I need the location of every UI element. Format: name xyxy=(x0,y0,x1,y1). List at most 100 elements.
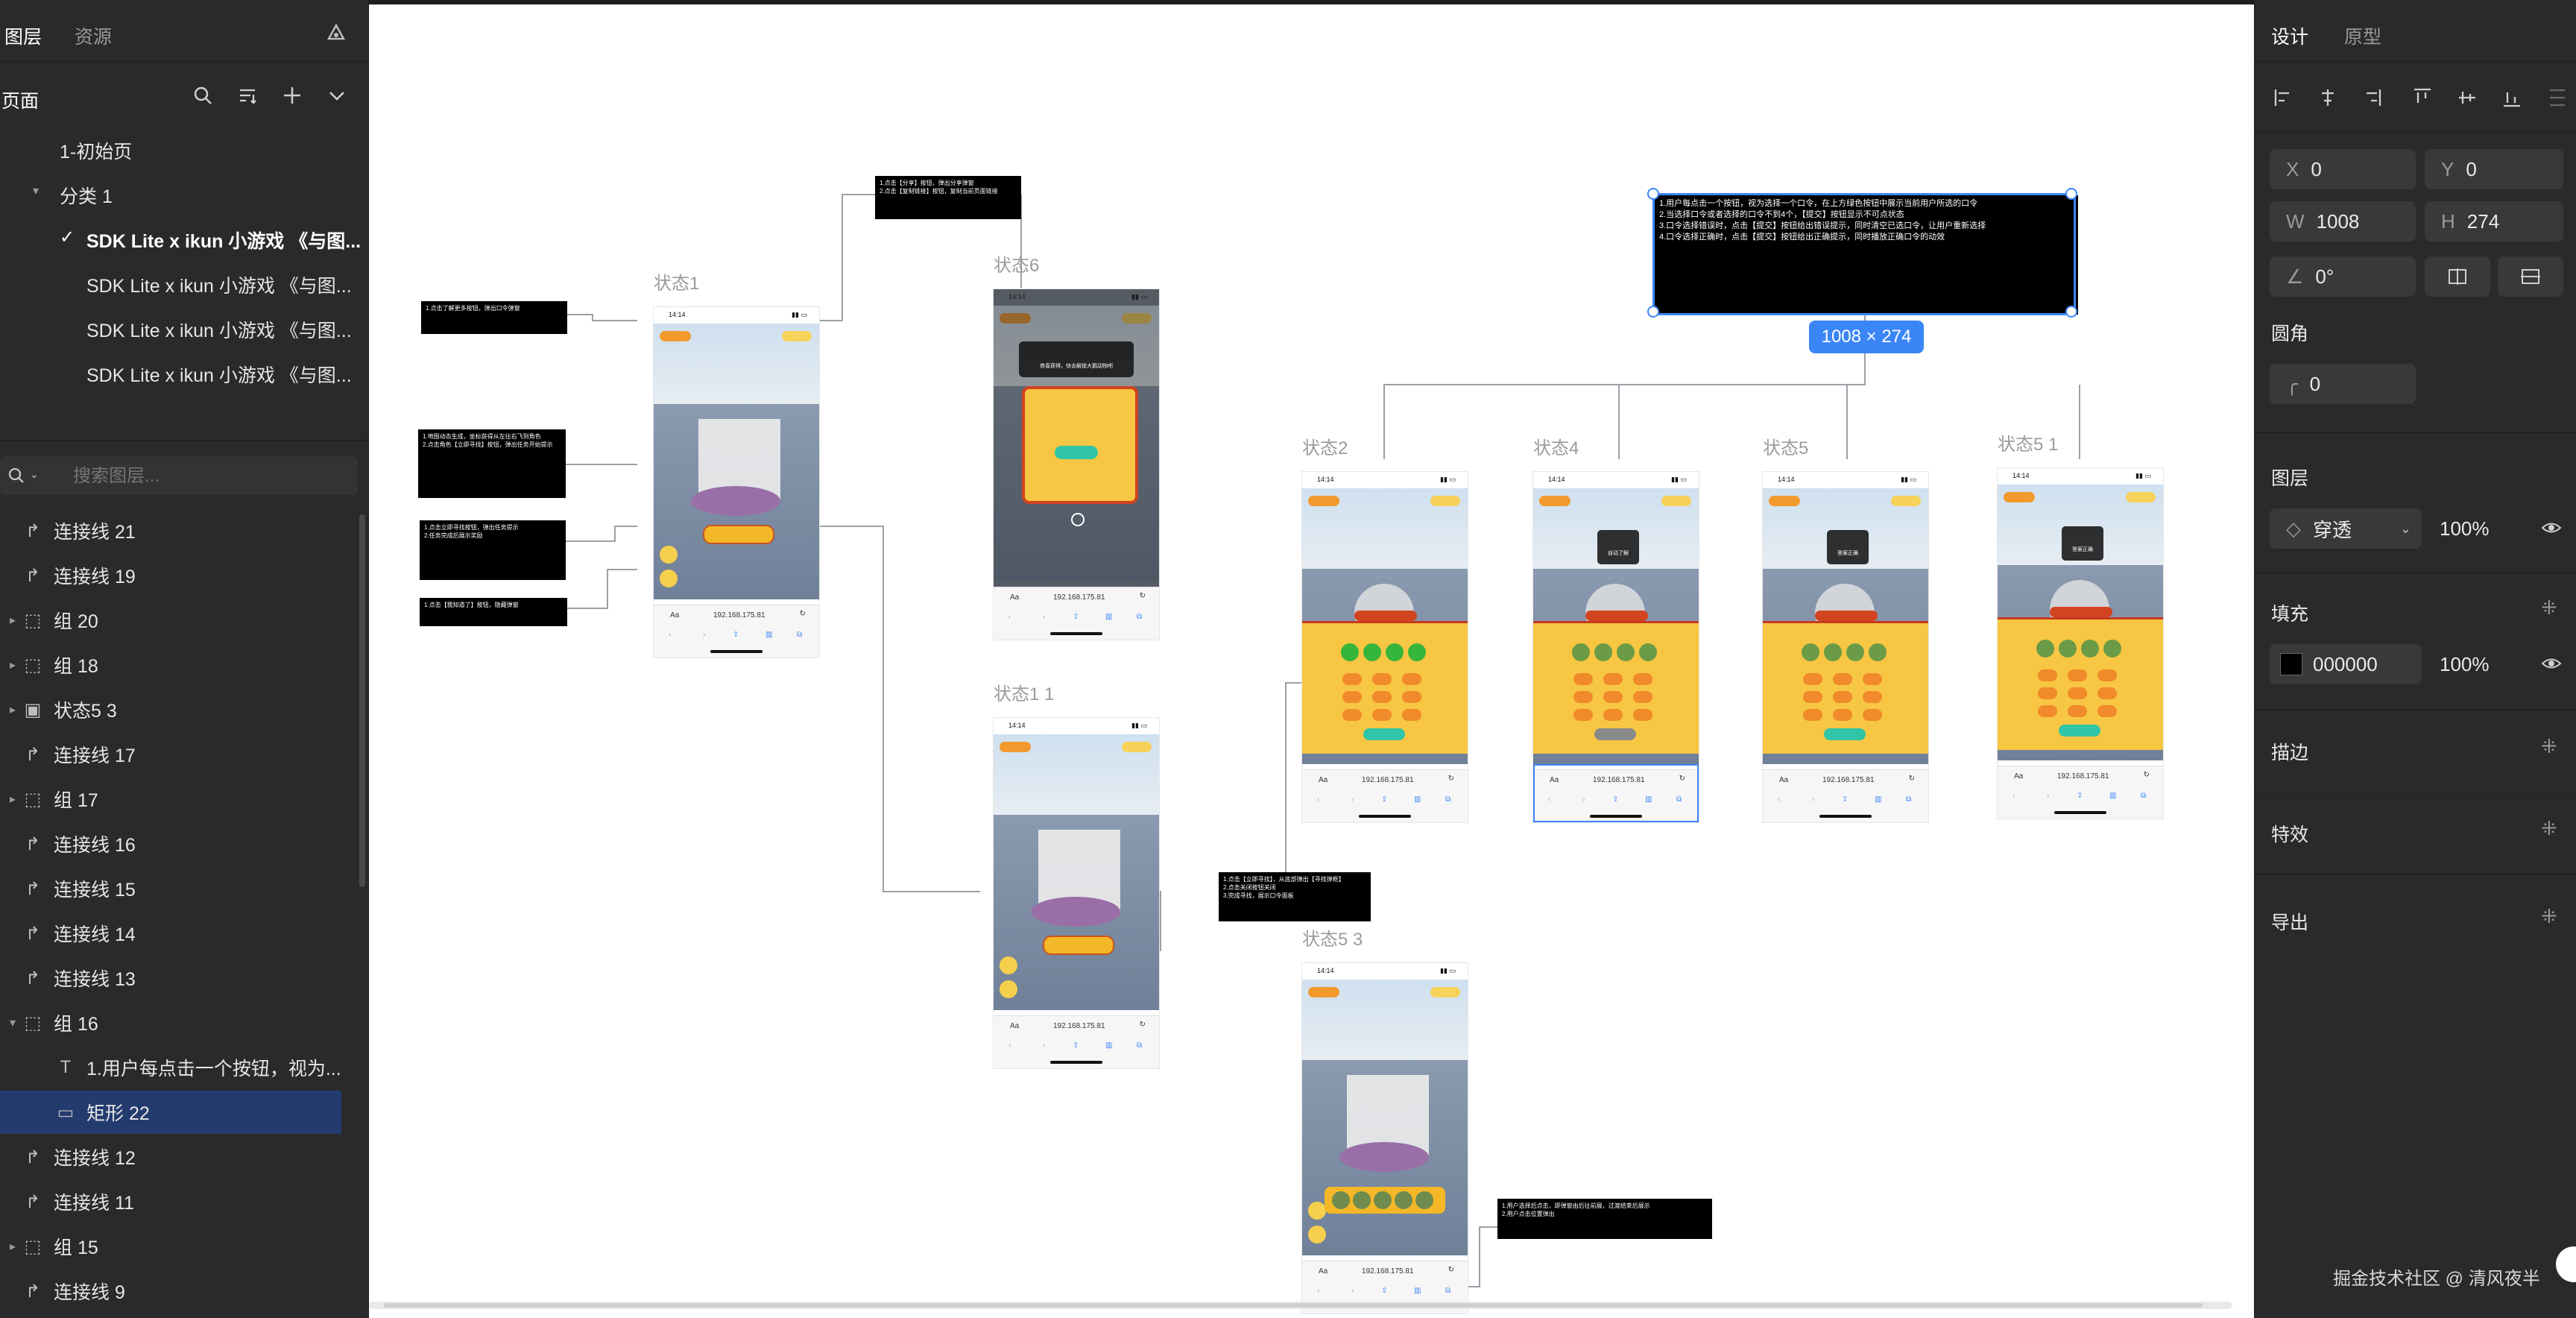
password-option[interactable] xyxy=(2097,669,2117,681)
resize-handle[interactable] xyxy=(1647,306,1659,318)
url-field[interactable]: 192.168.175.81 xyxy=(1053,1022,1105,1030)
frame-label[interactable]: 状态6 xyxy=(994,256,1040,276)
text-size-button[interactable]: Aa xyxy=(670,611,680,619)
page-item[interactable]: 分类 1 xyxy=(60,182,113,209)
frame-label[interactable]: 状态4 xyxy=(1533,438,1579,458)
password-option[interactable] xyxy=(1863,709,1882,721)
layer-row[interactable]: ▸▣状态5 3 xyxy=(0,688,341,731)
layer-row[interactable]: ▾⬚组 16 xyxy=(0,1001,341,1044)
url-field[interactable]: 192.168.175.81 xyxy=(1362,1267,1414,1276)
layer-row[interactable]: ↱连接线 12 xyxy=(0,1135,341,1179)
layer-row[interactable]: ↱连接线 13 xyxy=(0,956,341,1000)
find-now-button[interactable] xyxy=(703,525,774,544)
share-icon[interactable]: ⇪ xyxy=(1073,613,1079,621)
resize-handle[interactable] xyxy=(2065,306,2077,318)
forward-icon[interactable]: › xyxy=(1043,1041,1046,1050)
annotation-note[interactable]: 1.点击【立即寻找】，从底部弹出【寻找弹框】 2.点击关闭按钮关闭 3.完成寻找… xyxy=(1219,872,1371,921)
share-icon[interactable]: ⇪ xyxy=(1381,1287,1388,1295)
password-option[interactable] xyxy=(2038,705,2057,717)
text-size-button[interactable]: Aa xyxy=(1319,776,1328,784)
tabs-icon[interactable]: ⧉ xyxy=(797,631,803,639)
password-option[interactable] xyxy=(2038,687,2057,699)
password-option[interactable] xyxy=(1803,709,1822,721)
bookmarks-icon[interactable]: ▥ xyxy=(1645,795,1652,804)
coin-badge[interactable] xyxy=(1430,987,1460,997)
layer-search[interactable]: ⌄ xyxy=(0,456,358,495)
share-badge[interactable] xyxy=(1000,313,1031,324)
side-button[interactable] xyxy=(660,546,678,564)
plugin-icon[interactable] xyxy=(326,22,347,43)
password-option[interactable] xyxy=(1402,691,1421,703)
password-option[interactable] xyxy=(1415,1191,1433,1209)
password-option[interactable] xyxy=(1833,709,1852,721)
back-icon[interactable]: ‹ xyxy=(1548,795,1551,804)
layer-row[interactable]: ↱连接线 14 xyxy=(0,912,341,955)
password-option[interactable] xyxy=(2097,705,2117,717)
password-option[interactable] xyxy=(1342,673,1362,685)
password-option[interactable] xyxy=(2068,687,2087,699)
share-badge[interactable] xyxy=(2004,492,2035,502)
reload-icon[interactable]: ↻ xyxy=(2143,771,2150,779)
tab-design[interactable]: 设计 xyxy=(2271,27,2309,48)
text-size-button[interactable]: Aa xyxy=(2014,772,2024,781)
submit-button[interactable] xyxy=(1363,728,1405,740)
annotation-note[interactable]: 1.点击【分享】按钮，弹出分享弹窗 2.点击【复制链接】按钮，复制当前页面链接 xyxy=(875,176,1021,219)
layer-row[interactable]: ▸⬚组 17 xyxy=(0,778,341,821)
password-option[interactable] xyxy=(1603,709,1623,721)
tabs-icon[interactable]: ⧉ xyxy=(2141,792,2147,800)
password-option[interactable] xyxy=(1573,691,1593,703)
reload-icon[interactable]: ↻ xyxy=(799,610,806,618)
password-option[interactable] xyxy=(1863,691,1882,703)
annotation-note[interactable]: 1.点击了解更多按钮，弹出口令弹窗 xyxy=(421,301,567,334)
share-icon[interactable]: ⇪ xyxy=(1381,795,1388,804)
share-icon[interactable]: ⇪ xyxy=(1842,795,1849,804)
layer-row[interactable]: ↱连接线 19 xyxy=(0,554,341,597)
layer-opacity[interactable]: 100% xyxy=(2440,517,2490,540)
reload-icon[interactable]: ↻ xyxy=(1139,592,1146,600)
bookmarks-icon[interactable]: ▥ xyxy=(1875,795,1882,804)
reward-popup[interactable] xyxy=(1022,386,1138,504)
share-badge[interactable] xyxy=(1769,496,1800,506)
fill-color-field[interactable]: 000000 xyxy=(2270,644,2422,684)
tabs-icon[interactable]: ⧉ xyxy=(1445,795,1451,804)
url-field[interactable]: 192.168.175.81 xyxy=(713,611,765,619)
tabs-icon[interactable]: ⧉ xyxy=(1445,1287,1451,1295)
share-badge[interactable] xyxy=(1000,742,1031,752)
share-badge[interactable] xyxy=(1539,496,1570,506)
password-option[interactable] xyxy=(1374,1191,1392,1209)
layer-row[interactable]: ↱连接线 17 xyxy=(0,733,341,776)
password-option[interactable] xyxy=(1833,691,1852,703)
forward-icon[interactable]: › xyxy=(1351,795,1354,804)
password-option[interactable] xyxy=(1402,709,1421,721)
password-option[interactable] xyxy=(1395,1191,1412,1209)
layer-row[interactable]: ↱连接线 16 xyxy=(0,822,341,865)
side-button[interactable] xyxy=(1308,1226,1326,1243)
layer-row[interactable]: ↱连接线 21 xyxy=(0,509,341,552)
eye-icon[interactable] xyxy=(2541,655,2562,672)
search-icon[interactable] xyxy=(192,85,213,106)
forward-icon[interactable]: › xyxy=(2047,792,2050,800)
back-icon[interactable]: ‹ xyxy=(1317,795,1320,804)
tabs-icon[interactable]: ⧉ xyxy=(1137,613,1143,621)
add-export-icon[interactable]: ⁜ xyxy=(2541,905,2557,927)
coin-badge[interactable] xyxy=(1661,496,1691,506)
add-stroke-icon[interactable]: ⁜ xyxy=(2541,735,2557,757)
fill-opacity[interactable]: 100% xyxy=(2440,653,2490,675)
annotation-note[interactable]: 1.点击立即寻找按钮，弹出任务提示 2.任务完成后展示奖励 xyxy=(420,520,566,580)
bookmarks-icon[interactable]: ▥ xyxy=(765,631,773,639)
canvas-h-scrollbar[interactable] xyxy=(369,1302,2232,1309)
frame-label[interactable]: 状态5 1 xyxy=(1998,435,2059,455)
coin-badge[interactable] xyxy=(1891,496,1921,506)
forward-icon[interactable]: › xyxy=(1812,795,1815,804)
share-badge[interactable] xyxy=(1308,496,1339,506)
share-icon[interactable]: ⇪ xyxy=(1612,795,1619,804)
share-icon[interactable]: ⇪ xyxy=(2077,792,2083,800)
back-icon[interactable]: ‹ xyxy=(1008,613,1011,621)
